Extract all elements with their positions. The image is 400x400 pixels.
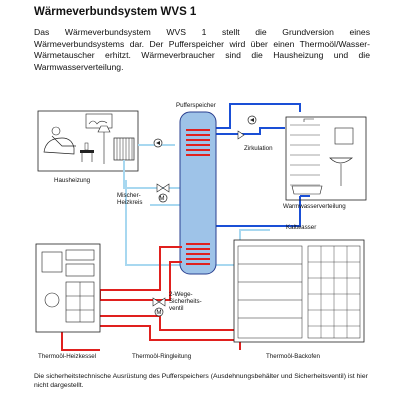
radiator-icon xyxy=(113,137,135,161)
circulation-pump-icon xyxy=(247,115,257,125)
footer-note: Die sicherheitstechnische Ausrüstung des… xyxy=(34,373,368,390)
label-pufferspeicher: Pufferspeicher xyxy=(176,102,216,109)
two-way-safety-valve-icon xyxy=(152,297,166,317)
label-hausheizung: Hausheizung xyxy=(54,177,91,184)
page-title: Wärmeverbundsystem WVS 1 xyxy=(34,6,197,18)
boiler-illustration xyxy=(35,243,101,333)
label-warmwasser: Warmwasserverteilung xyxy=(283,203,346,210)
warm-water-pipes xyxy=(215,103,310,227)
heating-pump-icon xyxy=(153,138,163,148)
living-room-illustration xyxy=(37,110,139,172)
label-mischer-line1: Mischer- xyxy=(117,192,141,199)
label-heizkessel: Thermoöl-Heizkessel xyxy=(38,353,96,360)
lower-coil xyxy=(186,243,210,265)
label-wegeventil-line2: Sicherheits- xyxy=(169,298,202,305)
mixer-valve-icon xyxy=(156,183,170,203)
intro-paragraph: Das Wärmeverbundsystem WVS 1 stellt die … xyxy=(34,27,370,72)
label-kaltwasser: Kaltwasser xyxy=(286,224,316,231)
check-valve-icon xyxy=(237,130,245,140)
upper-coil xyxy=(186,129,210,156)
bathroom-illustration xyxy=(285,116,367,201)
label-mischer-line2: Heizkreis xyxy=(117,199,142,206)
valve-motor-symbol: M xyxy=(156,309,161,316)
mixer-motor-symbol: M xyxy=(159,195,164,202)
label-wegeventil-line1: 2-Wege- xyxy=(169,291,193,298)
label-ringleitung: Thermoöl-Ringleitung xyxy=(132,353,192,360)
buffer-tank xyxy=(179,111,217,275)
label-backofen: Thermoöl-Backofen xyxy=(266,353,321,360)
label-zirkulation: Zirkulation xyxy=(244,145,273,152)
oven-illustration xyxy=(233,239,365,343)
label-wegeventil-line3: ventil xyxy=(169,305,183,312)
